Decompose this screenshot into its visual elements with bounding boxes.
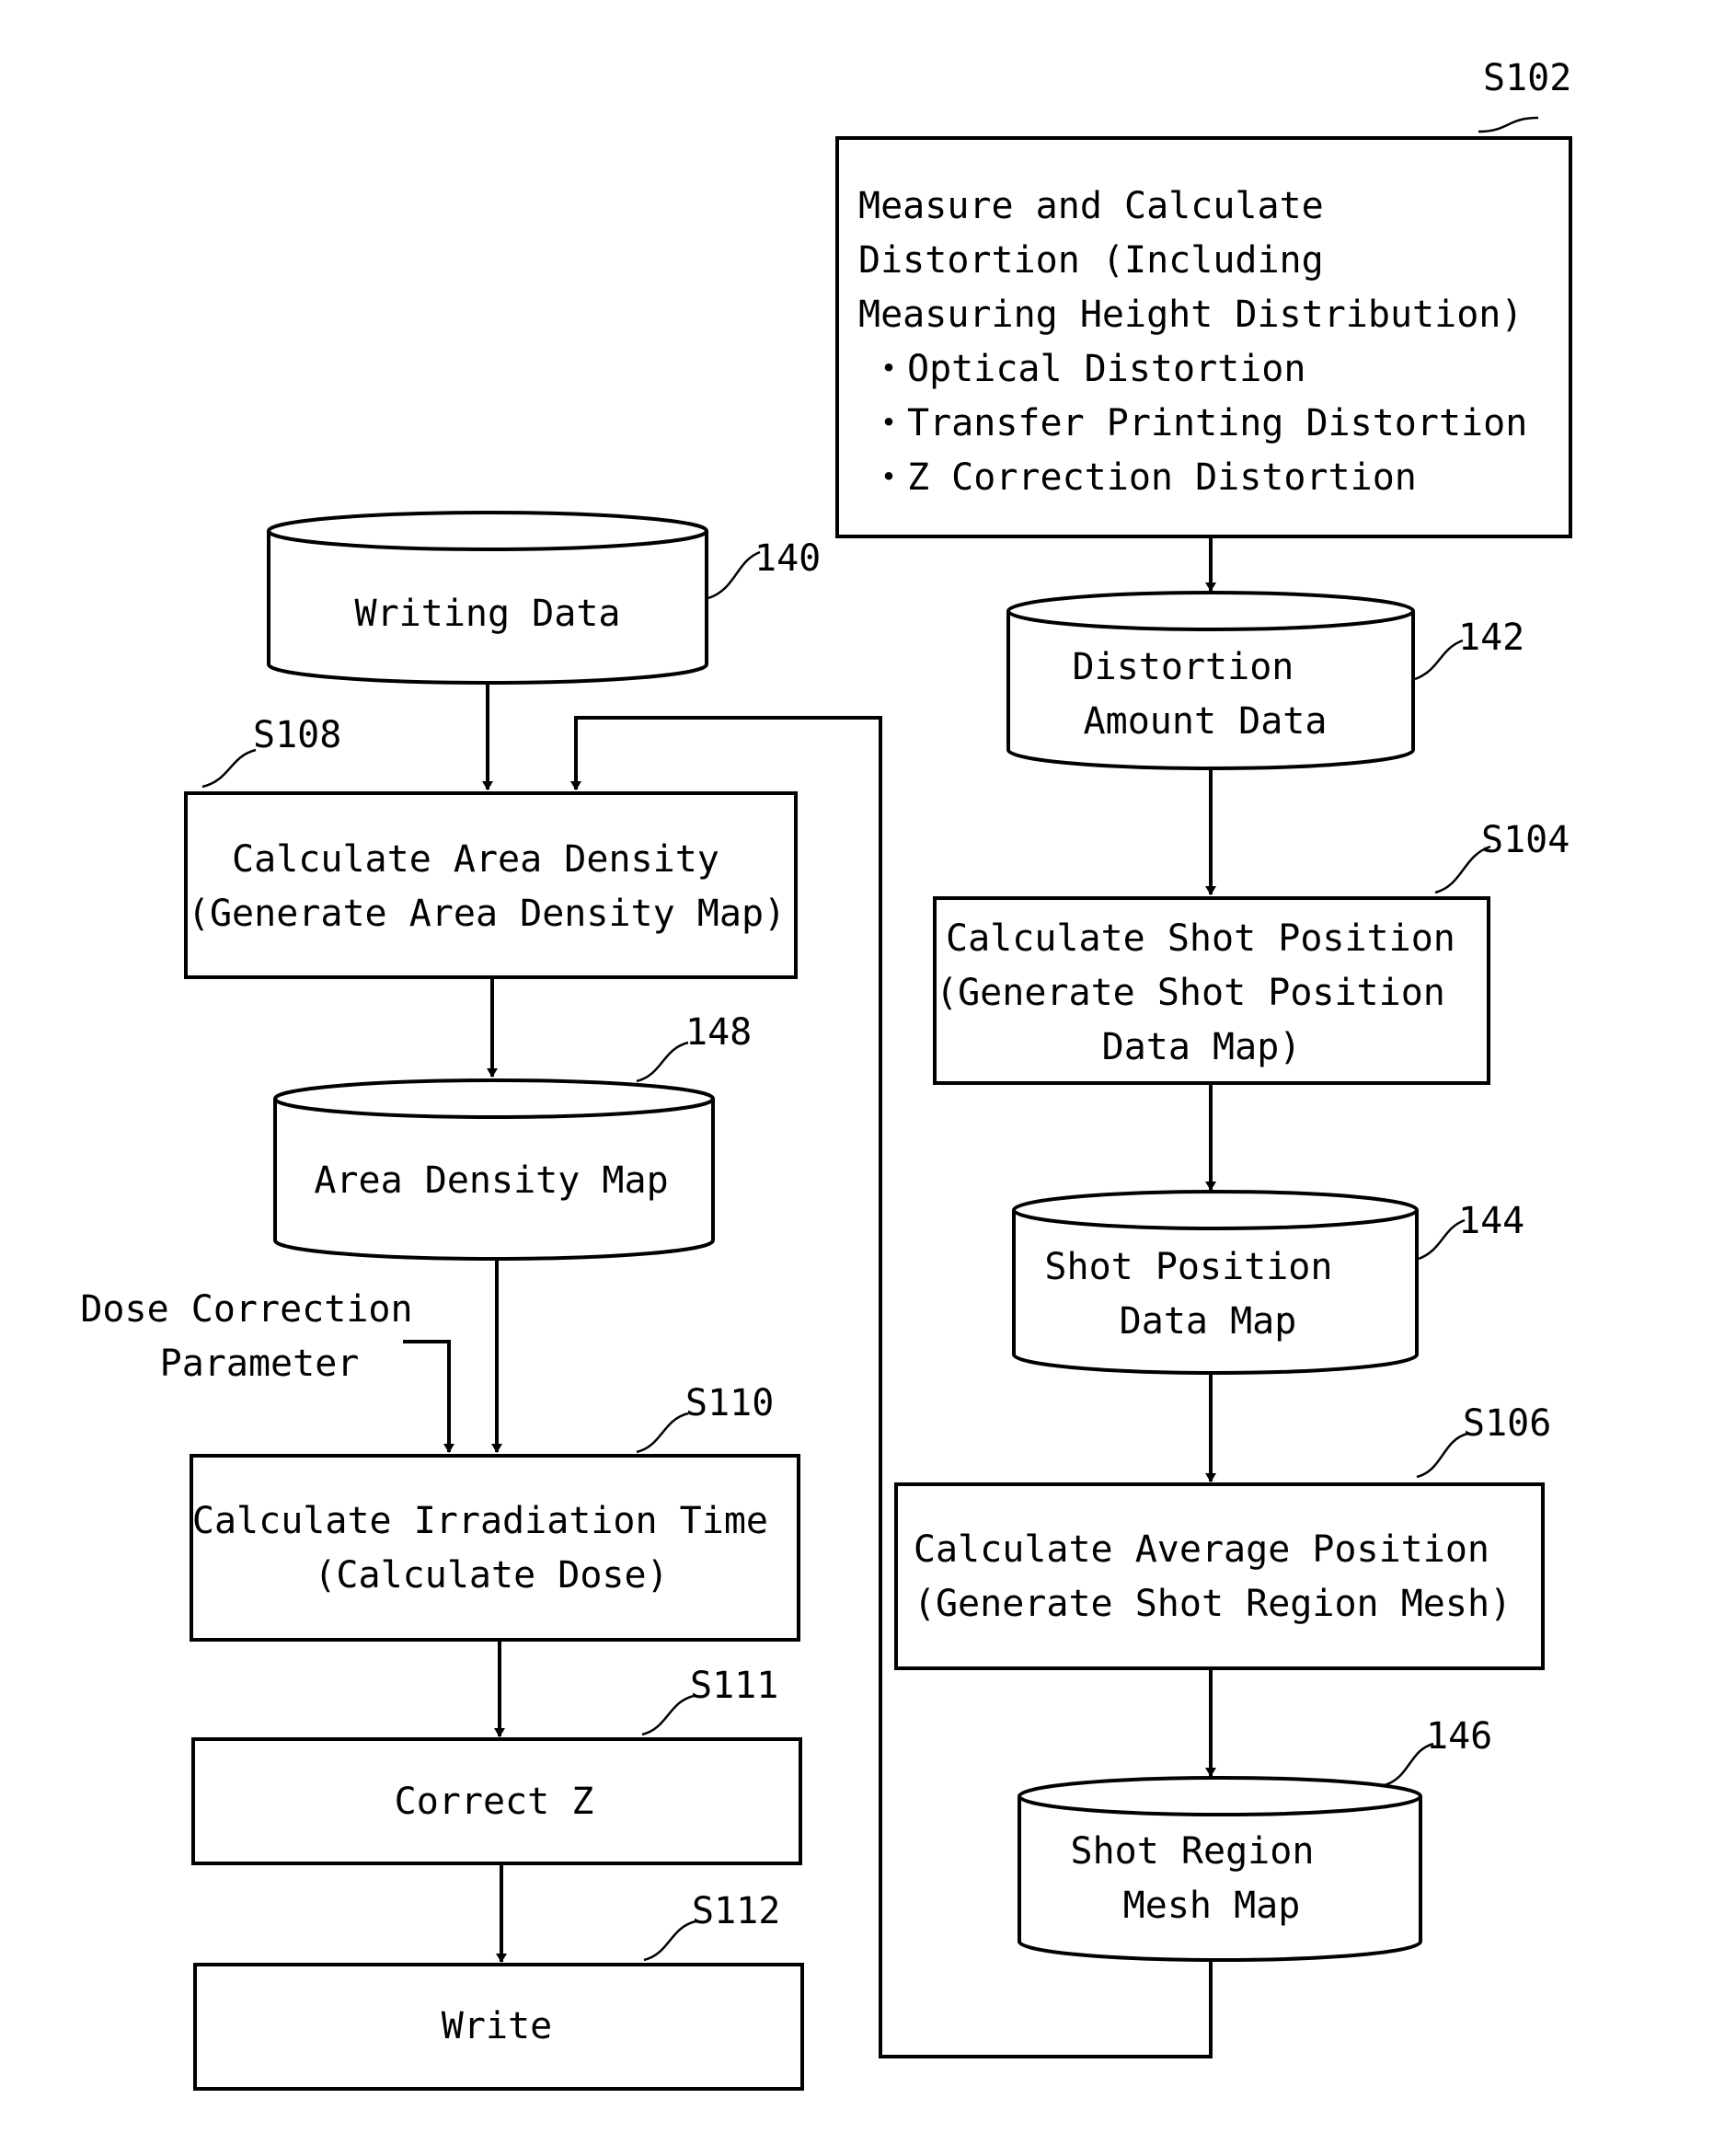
ref-148: 148 <box>685 1011 752 1054</box>
dose-param-label: Dose Correction Parameter <box>80 1288 434 1385</box>
ref-140: 140 <box>754 537 821 580</box>
s102-line-6: ・Z Correction Distortion <box>870 456 1417 499</box>
s112-line-1: Write <box>442 2005 552 2047</box>
ref-142: 142 <box>1458 617 1524 659</box>
process-box-s106 <box>896 1484 1543 1668</box>
ref-146: 146 <box>1426 1715 1492 1758</box>
s108-line-1: Calculate Area Density <box>232 838 719 881</box>
ref-144: 144 <box>1458 1200 1524 1242</box>
dose-param-line-1: Dose Correction <box>80 1288 412 1331</box>
s102-line-3: Measuring Height Distribution) <box>858 294 1523 336</box>
s102-line-5: ・Transfer Printing Distortion <box>870 402 1527 444</box>
ref-s112: S112 <box>692 1890 780 1932</box>
process-box-s108 <box>186 793 796 977</box>
ref-s104: S104 <box>1481 819 1570 861</box>
s104-line-1: Calculate Shot Position <box>946 917 1455 960</box>
ref-s108: S108 <box>253 714 341 756</box>
db142-line-2: Amount Data <box>1084 700 1328 743</box>
s111-label: Correct Z <box>395 1781 594 1823</box>
s102-line-1: Measure and Calculate <box>858 185 1324 227</box>
ref-s111: S111 <box>690 1665 778 1707</box>
db142-line-1: Distortion <box>1073 646 1294 688</box>
db148-line-1: Area Density Map <box>314 1159 668 1202</box>
arrow-dose-param-to-s110 <box>403 1342 449 1452</box>
s112-label: Write <box>442 2005 552 2047</box>
db144-line-1: Shot Position <box>1044 1246 1332 1288</box>
s106-line-2: (Generate Shot Region Mesh) <box>914 1583 1512 1625</box>
ref-s102: S102 <box>1483 57 1571 99</box>
db140-line-1: Writing Data <box>355 593 621 635</box>
s104-line-3: Data Map) <box>1102 1026 1302 1068</box>
db148-label: Area Density Map <box>314 1159 668 1202</box>
ref-s106: S106 <box>1463 1402 1551 1445</box>
db140-label: Writing Data <box>355 593 621 635</box>
s102-line-2: Distortion (Including <box>858 239 1324 282</box>
process-box-s110 <box>191 1456 799 1640</box>
s110-line-1: Calculate Irradiation Time <box>192 1500 768 1542</box>
s111-line-1: Correct Z <box>395 1781 594 1823</box>
s110-line-2: (Calculate Dose) <box>314 1554 668 1597</box>
s106-line-1: Calculate Average Position <box>914 1528 1489 1571</box>
ref-s110: S110 <box>685 1382 774 1424</box>
db144-line-2: Data Map <box>1120 1300 1297 1343</box>
s102-line-4: ・Optical Distortion <box>870 348 1305 390</box>
s108-line-2: (Generate Area Density Map) <box>188 893 786 935</box>
db146-line-2: Mesh Map <box>1123 1885 1301 1927</box>
db146-line-1: Shot Region <box>1071 1830 1315 1873</box>
s104-line-2: (Generate Shot Position <box>936 972 1445 1014</box>
dose-param-line-2: Parameter <box>160 1343 360 1385</box>
